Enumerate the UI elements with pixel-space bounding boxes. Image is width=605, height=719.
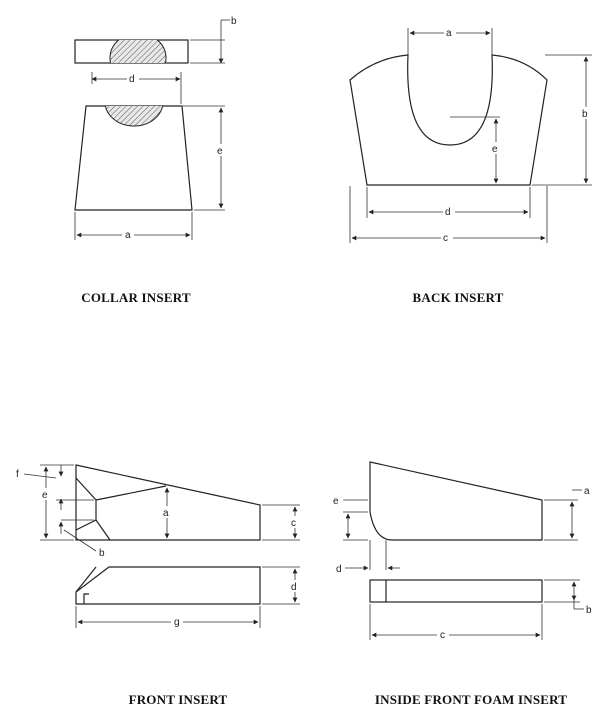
collar-dim-b: b bbox=[231, 16, 237, 27]
foam-insert-caption: INSIDE FRONT FOAM INSERT bbox=[375, 692, 567, 707]
front-dim-d: d bbox=[291, 582, 297, 593]
inside-front-foam-insert: a e d b c INSIDE FRONT FOAM INSERT bbox=[333, 461, 592, 707]
foam-dim-a: a bbox=[584, 486, 590, 497]
back-dim-a: a bbox=[446, 28, 452, 39]
collar-dim-a: a bbox=[125, 230, 131, 241]
collar-dim-e: e bbox=[217, 146, 223, 157]
foam-bottom-view bbox=[369, 579, 543, 603]
back-insert-outline bbox=[349, 54, 548, 186]
collar-insert: b d e a COLLAR INSERT bbox=[74, 16, 237, 305]
collar-insert-caption: COLLAR INSERT bbox=[81, 290, 191, 305]
front-dim-e: e bbox=[42, 490, 48, 501]
front-dim-a: a bbox=[163, 508, 169, 519]
foam-dim-c: c bbox=[440, 630, 445, 641]
foam-dim-d: d bbox=[336, 564, 342, 575]
back-dim-b: b bbox=[582, 109, 588, 120]
front-dim-g: g bbox=[174, 617, 180, 628]
collar-hole-front bbox=[104, 106, 164, 127]
back-dim-c: c bbox=[443, 233, 448, 244]
front-insert-caption: FRONT INSERT bbox=[129, 692, 228, 707]
front-dim-b: b bbox=[99, 548, 105, 559]
back-insert-caption: BACK INSERT bbox=[413, 290, 504, 305]
front-side-view bbox=[75, 464, 261, 541]
front-dim-c: c bbox=[291, 518, 296, 529]
front-bottom-view bbox=[75, 566, 261, 605]
foam-side-view bbox=[369, 461, 543, 541]
collar-hole-top bbox=[109, 40, 167, 63]
back-dim-d: d bbox=[445, 207, 451, 218]
back-dim-e: e bbox=[492, 144, 498, 155]
collar-dim-d: d bbox=[129, 74, 135, 85]
foam-dim-e: e bbox=[333, 496, 339, 507]
back-insert: a b e d c BACK INSERT bbox=[349, 27, 592, 305]
foam-dim-b: b bbox=[586, 605, 592, 616]
front-dim-f: f bbox=[16, 469, 19, 480]
front-insert: a c e f b d bbox=[16, 464, 301, 707]
